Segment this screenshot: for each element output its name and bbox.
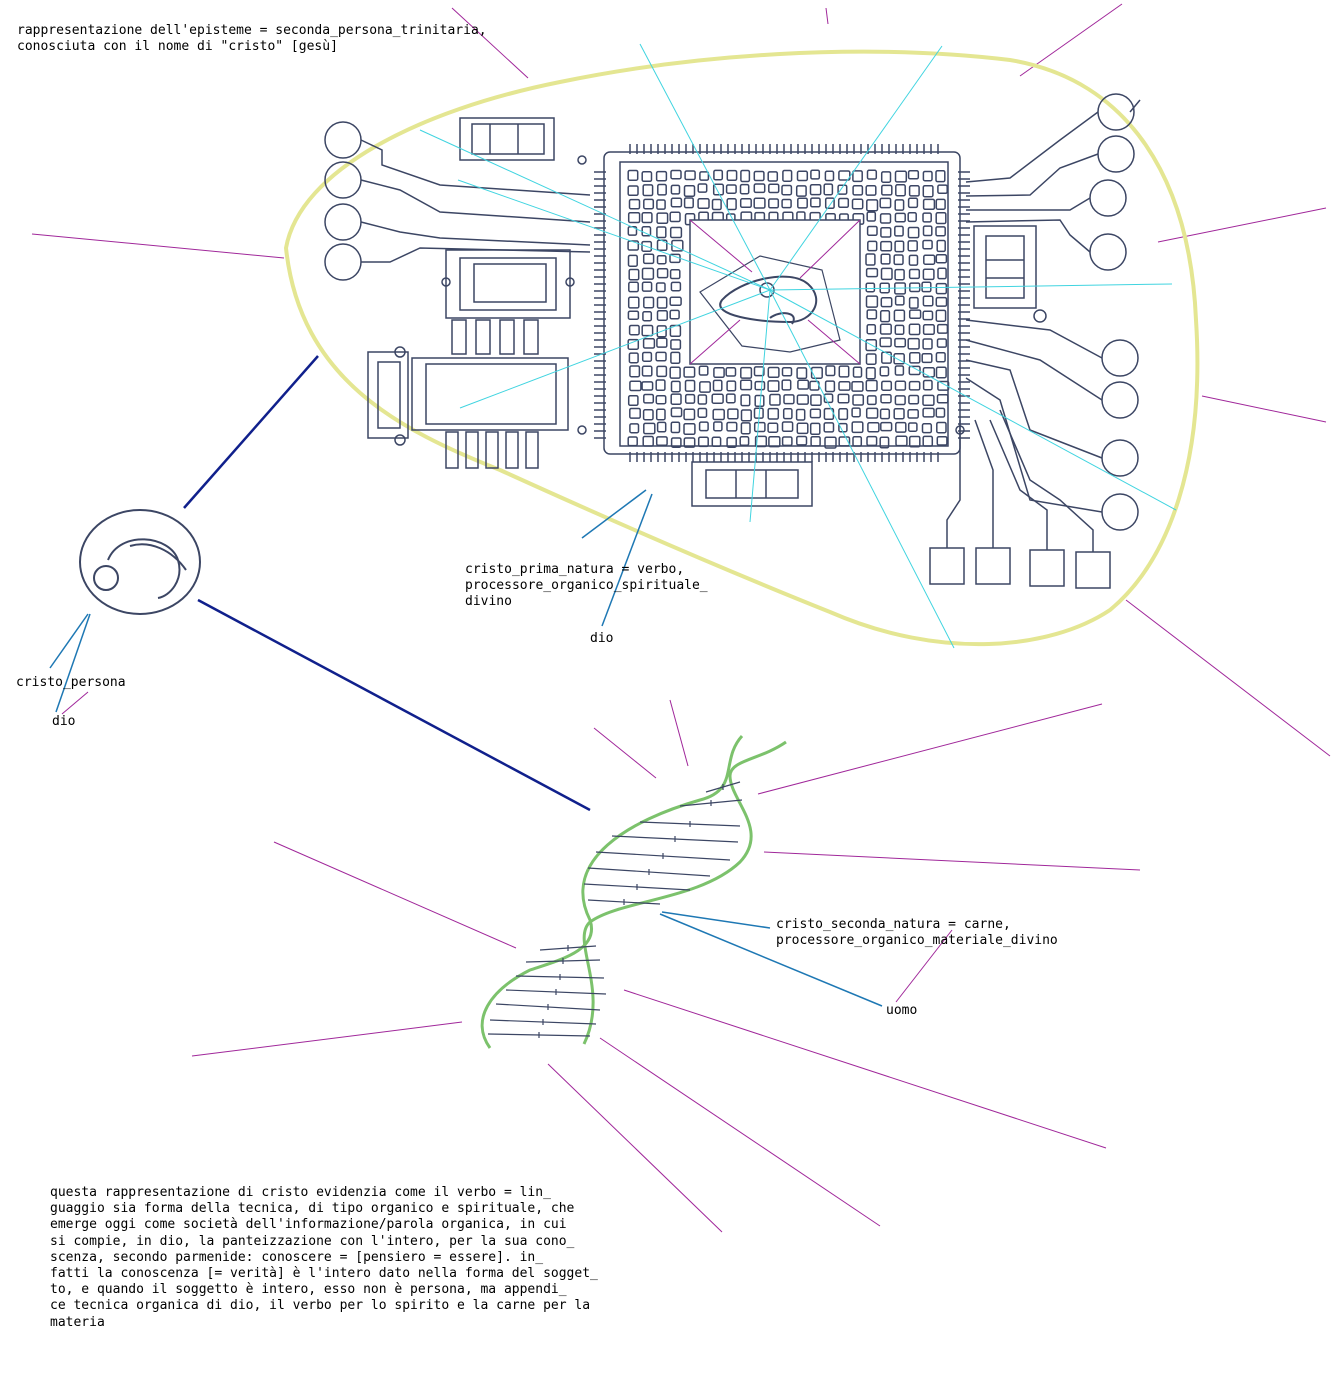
chip-blob-outline [283,49,1200,647]
bottom-right-pads [929,409,1111,589]
description-line: scenza, secondo parmenide: conoscere = [… [50,1249,544,1265]
episteme-title-line1: rappresentazione dell'episteme = seconda… [17,23,487,38]
helix-magenta-rays [191,699,1141,1233]
navy-connectors [183,355,591,812]
seconda-natura-line2: processore_organico_materiale_divino [776,933,1058,948]
prima-natura-line1: cristo_prima_natura = verbo, [465,562,685,577]
prima-natura-line2: processore_organico_spirituale_ [465,578,708,593]
microchip-drawing [594,144,970,462]
prima-natura-line3: divino [465,594,512,609]
left-pads [324,121,591,281]
chip-magenta-rays [31,3,1331,757]
description-line: questa rappresentazione di cristo eviden… [50,1185,551,1200]
dio-persona-label: dio [52,714,76,729]
right-pads [965,93,1141,531]
description-line: si compie, in dio, la panteizzazione con… [50,1233,575,1249]
description-line: guaggio sia forma della tecnica, di tipo… [50,1201,575,1217]
chip-cyan-rays [419,43,1177,649]
spiral-circle-drawing [79,509,201,615]
pointer-lines [49,489,883,1007]
description-line: to, e quando il soggetto è intero, esso … [50,1282,567,1298]
seconda-natura-line1: cristo_seconda_natura = carne, [776,917,1011,932]
pointer-lines-magenta [61,691,953,1003]
description-paragraph: questa rappresentazione di cristo eviden… [50,1185,598,1331]
dio-chip-label: dio [590,631,614,646]
dna-helix-drawing [480,734,787,1049]
episteme-title-line2: conosciuta con il nome di "cristo" [gesù… [17,39,338,54]
description-line: materia [50,1314,105,1330]
description-line: emerge oggi come società dell'informazio… [50,1217,567,1233]
description-line: ce tecnica organica di dio, il verbo per… [50,1298,591,1314]
cristo-persona-label: cristo_persona [16,675,126,690]
uomo-label: uomo [886,1003,918,1018]
description-line: fatti la conoscenza [= verità] è l'inter… [50,1266,598,1282]
left-components [367,117,587,469]
chip-core-magenta [689,219,861,365]
